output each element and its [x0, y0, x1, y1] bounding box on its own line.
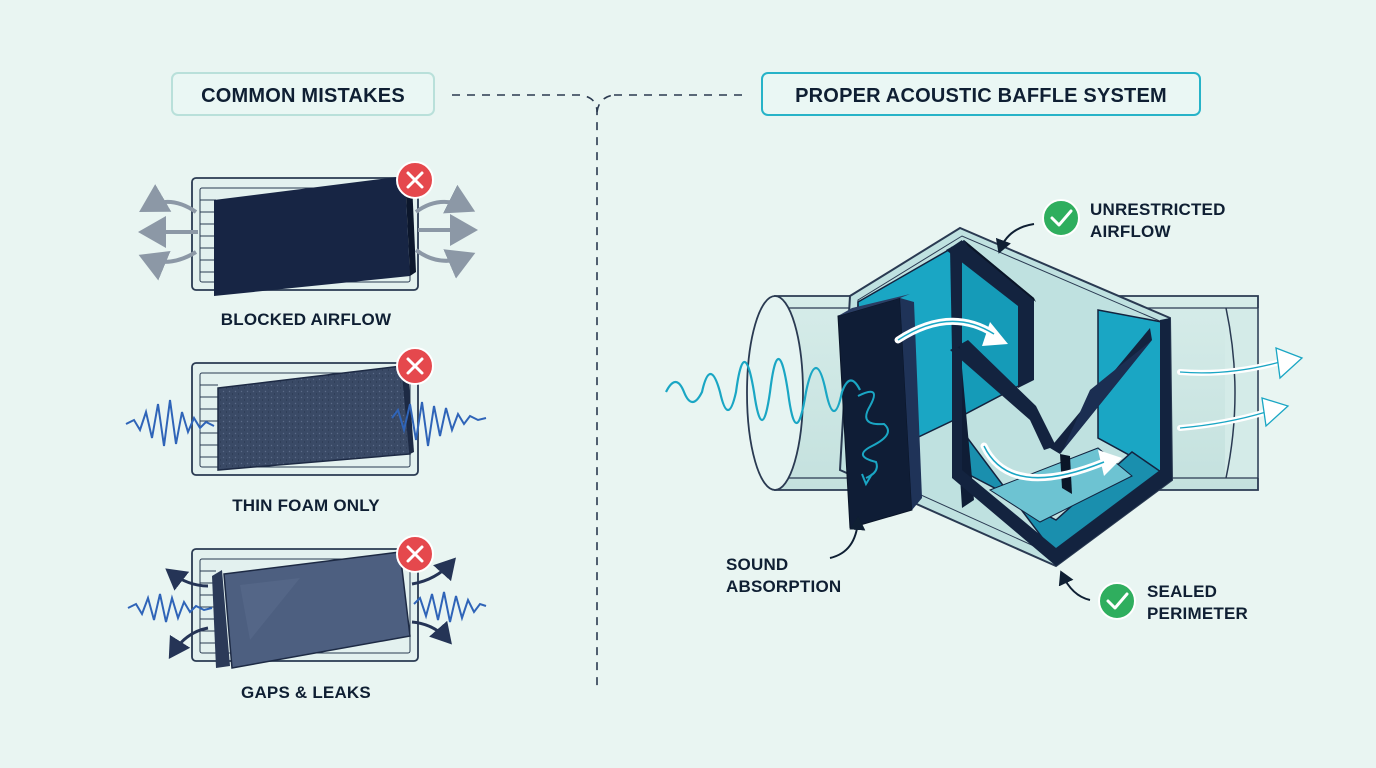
duct-assembly	[665, 226, 1304, 568]
divider-connector	[452, 94, 744, 686]
header-proper-system-text: PROPER ACOUSTIC BAFFLE SYSTEM	[795, 85, 1167, 107]
sound-wave-right	[413, 591, 487, 623]
x-mark-icon	[396, 347, 434, 385]
mistake-label: GAPS & LEAKS	[241, 683, 371, 702]
callout-sound-absorption: SOUND ABSORPTION	[726, 516, 866, 596]
sound-wave-left	[127, 593, 213, 623]
callout-absorption-line2: ABSORPTION	[726, 577, 841, 596]
incoming-sound-wave	[665, 357, 861, 425]
mistake-thin-foam: THIN FOAM ONLY	[125, 347, 487, 515]
mistake-blocked-airflow: BLOCKED AIRFLOW	[138, 161, 478, 329]
x-mark-icon	[396, 161, 434, 199]
mistake-label: BLOCKED AIRFLOW	[221, 310, 392, 329]
callout-perimeter-line1: SEALED	[1147, 582, 1217, 601]
mistake-label: THIN FOAM ONLY	[232, 496, 380, 515]
check-icon	[1098, 582, 1136, 620]
header-proper-system: PROPER ACOUSTIC BAFFLE SYSTEM	[761, 72, 1201, 116]
x-mark-icon	[396, 535, 434, 573]
check-icon	[1042, 199, 1080, 237]
mistake-gaps-leaks: GAPS & LEAKS	[127, 535, 487, 702]
absorption-squiggle	[857, 390, 889, 487]
sound-wave-right	[391, 401, 487, 447]
header-common-mistakes-text: COMMON MISTAKES	[201, 85, 405, 107]
callout-sealed-perimeter: SEALED PERIMETER	[1058, 570, 1248, 623]
callout-perimeter-line2: PERIMETER	[1147, 604, 1248, 623]
callout-airflow-line2: AIRFLOW	[1090, 222, 1171, 241]
header-common-mistakes: COMMON MISTAKES	[171, 72, 435, 116]
callout-absorption-line1: SOUND	[726, 555, 788, 574]
sound-wave-left	[125, 399, 215, 447]
callout-airflow-line1: UNRESTRICTED	[1090, 200, 1226, 219]
callout-unrestricted-airflow: UNRESTRICTED AIRFLOW	[995, 199, 1226, 254]
